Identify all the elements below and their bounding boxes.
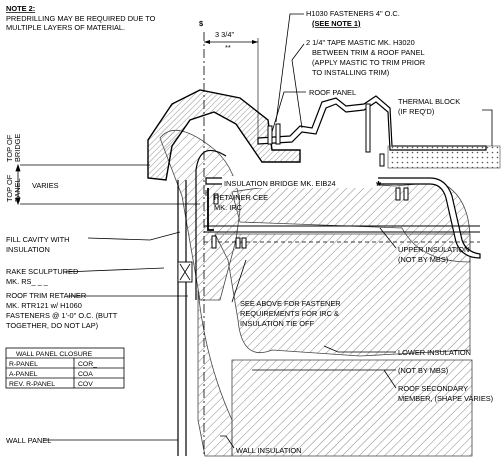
top-of-bridge-line-1: TOP OF — [5, 134, 14, 162]
svg-text:INSULATION TIE OFF: INSULATION TIE OFF — [240, 319, 315, 328]
svg-text:TOGETHER, DO NOT LAP): TOGETHER, DO NOT LAP) — [6, 321, 98, 330]
svg-text:LOWER INSULATION: LOWER INSULATION — [398, 348, 471, 357]
closure-row-code: COA — [78, 371, 93, 378]
purlin-flange — [204, 225, 480, 233]
fasteners-group — [211, 103, 409, 249]
svg-text:FILL CAVITY WITH: FILL CAVITY WITH — [6, 235, 70, 244]
svg-text:INSULATION: INSULATION — [6, 245, 50, 254]
svg-text:THERMAL BLOCK: THERMAL BLOCK — [398, 97, 460, 106]
closure-table-title: WALL PANEL CLOSURE — [16, 351, 93, 358]
see-above-callout: SEE ABOVE FOR FASTENER REQUIREMENTS FOR … — [240, 299, 341, 328]
rake-sculptured-callout: RAKE SCULPTURED MK. RS_ _ _ — [6, 267, 78, 286]
insulation-bridge-label-box — [222, 176, 378, 188]
lower-insulation-callout: LOWER INSULATION (NOT BY MBS) — [398, 348, 471, 375]
thermal-block — [387, 145, 501, 169]
svg-text:(IF REQ'D): (IF REQ'D) — [398, 107, 434, 116]
svg-text:ROOF SECONDARY: ROOF SECONDARY — [398, 384, 468, 393]
wall-panel-callout: WALL PANEL — [6, 436, 51, 445]
leader-lines — [44, 13, 493, 449]
fill-cavity-callout: FILL CAVITY WITH INSULATION — [6, 235, 70, 254]
tape-mastic-callout: 2 1/4" TAPE MASTIC MK. H3020 BETWEEN TRI… — [306, 38, 425, 77]
top-of-bridge-line-2: BRIDGE — [13, 134, 22, 162]
roof-panel-callout: ROOF PANEL — [309, 88, 356, 97]
svg-text:REQUIREMENTS FOR IRC &: REQUIREMENTS FOR IRC & — [240, 309, 339, 318]
closure-x-mark — [179, 263, 191, 281]
closure-row-panel: REV. R-PANEL — [9, 381, 55, 388]
insulation-bridge-callout: INSULATION BRIDGE MK. EIB24 — [224, 179, 336, 188]
closure-row-panel: A-PANEL — [9, 371, 38, 378]
svg-text:MK. IRC: MK. IRC — [214, 203, 243, 212]
roof-trim-retainer-callout: ROOF TRIM RETAINER MK. RTR121 w/ H1060 F… — [6, 291, 118, 330]
top-of-panel-line-2: PANEL — [13, 178, 22, 202]
see-note-callout: (SEE NOTE 1) — [312, 19, 361, 28]
svg-text:2 1/4" TAPE MASTIC MK. H3020: 2 1/4" TAPE MASTIC MK. H3020 — [306, 38, 415, 47]
wall-panel — [177, 180, 187, 456]
top-of-panel-line-1: TOP OF — [5, 174, 14, 202]
note-2: NOTE 2: PREDRILLING MAY BE REQUIRED DUE … — [6, 4, 156, 32]
closure-table-frame — [5, 347, 125, 389]
wall-insulation-mass — [197, 289, 233, 457]
svg-text:TO INSTALLING TRIM): TO INSTALLING TRIM) — [312, 68, 389, 77]
retainer-cee — [207, 188, 214, 231]
svg-text:MK. RTR121 w/ H1060: MK. RTR121 w/ H1060 — [6, 301, 82, 310]
svg-text:(NOT BY MBS): (NOT BY MBS) — [398, 255, 448, 264]
note-line-1: PREDRILLING MAY BE REQUIRED DUE TO — [6, 14, 156, 23]
svg-text:ROOF TRIM RETAINER: ROOF TRIM RETAINER — [6, 291, 86, 300]
svg-text:RAKE SCULPTURED: RAKE SCULPTURED — [6, 267, 78, 276]
centerline-symbol: $ — [199, 19, 203, 28]
svg-text:BETWEEN TRIM & ROOF PANEL: BETWEEN TRIM & ROOF PANEL — [312, 48, 425, 57]
note-heading: NOTE 2: — [6, 4, 35, 13]
roof-secondary-callout: ROOF SECONDARY MEMBER, (SHAPE VARIES) — [398, 384, 493, 403]
thermal-block-callout: THERMAL BLOCK (IF REQ'D) — [398, 97, 460, 116]
varies-label: VARIES — [32, 181, 59, 190]
side-elevation-labels: TOP OF BRIDGE VARIES TOP OF PANEL — [5, 134, 59, 202]
wall-panel-closure-table: WALL PANEL CLOSURE R-PANEL COR_ A-PANEL … — [9, 351, 97, 388]
svg-text:(NOT BY MBS): (NOT BY MBS) — [398, 366, 448, 375]
fasteners-callout: H1030 FASTENERS 4" O.C. — [306, 9, 400, 18]
star-mark: * — [376, 178, 382, 193]
dimension-sub: ** — [225, 43, 231, 52]
svg-text:MEMBER, (SHAPE VARIES): MEMBER, (SHAPE VARIES) — [398, 394, 493, 403]
dimension-value: 3 3/4" — [215, 30, 234, 39]
svg-text:RETAINER CEE: RETAINER CEE — [214, 193, 268, 202]
upper-insulation-callout: UPPER INSULATION (NOT BY MBS) — [398, 245, 469, 264]
closure-row-code: COR_ — [78, 361, 97, 368]
svg-text:(APPLY MASTIC TO TRIM PRIOR: (APPLY MASTIC TO TRIM PRIOR — [312, 58, 425, 67]
svg-text:UPPER INSULATION: UPPER INSULATION — [398, 245, 469, 254]
elevation-lines — [15, 163, 200, 206]
svg-text:FASTENERS @ 1'-0" O.C. (BUTT: FASTENERS @ 1'-0" O.C. (BUTT — [6, 311, 118, 320]
note-line-2: MULTIPLE LAYERS OF MATERIAL. — [6, 23, 125, 32]
closure-row-panel: R-PANEL — [9, 361, 38, 368]
rake-sculptured-trim — [147, 89, 301, 181]
retainer-cee-callout: RETAINER CEE MK. IRC — [214, 193, 268, 212]
svg-text:MK. RS_ _ _: MK. RS_ _ _ — [6, 277, 49, 286]
closure-row-code: COV — [78, 381, 93, 388]
lower-insulation-mass — [214, 233, 471, 357]
wall-insulation-callout: WALL INSULATION — [236, 446, 301, 455]
svg-text:SEE ABOVE FOR FASTENER: SEE ABOVE FOR FASTENER — [240, 299, 341, 308]
insulation-bridge-bar — [205, 177, 481, 259]
